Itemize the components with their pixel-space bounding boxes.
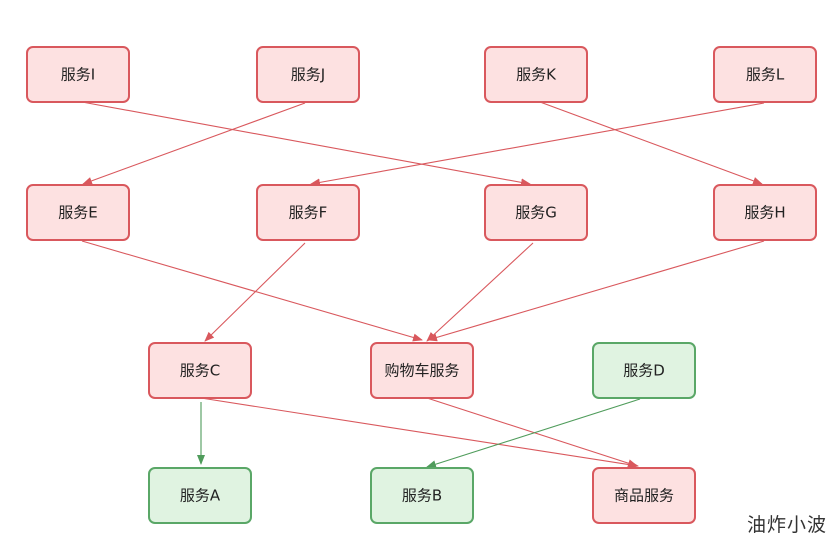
node-label-H: 服务H	[744, 204, 785, 222]
node-box-L	[713, 46, 817, 103]
node-label-E: 服务E	[58, 204, 97, 222]
node-H: 服务H	[713, 184, 817, 241]
node-label-K: 服务K	[516, 66, 557, 84]
node-label-F: 服务F	[289, 204, 328, 222]
node-D: 服务D	[592, 342, 696, 399]
node-L: 服务L	[713, 46, 817, 103]
edge-K-to-H	[539, 101, 763, 185]
node-label-L: 服务L	[746, 66, 785, 84]
node-cart: 购物车服务	[370, 342, 474, 399]
node-box-B	[370, 467, 474, 524]
node-label-goods: 商品服务	[614, 487, 674, 505]
node-box-G	[484, 184, 588, 241]
nodes-layer: 服务I 服务J 服务K 服务L 服务E 服务F 服务G 服务H 服务C 购物车服务 服务D 服务A 服务…	[26, 46, 817, 524]
node-label-D: 服务D	[623, 362, 665, 380]
watermark-text: 油炸小波	[746, 514, 827, 536]
node-label-B: 服务B	[402, 487, 442, 505]
node-box-H	[713, 184, 817, 241]
edge-F-to-C	[204, 242, 306, 342]
node-goods: 商品服务	[592, 467, 696, 524]
edge-I-to-G	[81, 101, 531, 187]
node-G: 服务G	[484, 184, 588, 241]
node-A: 服务A	[148, 467, 252, 524]
node-K: 服务K	[484, 46, 588, 103]
node-label-G: 服务G	[515, 204, 557, 222]
node-label-J: 服务J	[291, 66, 325, 84]
node-label-C: 服务C	[180, 362, 220, 380]
edge-C-to-goods	[200, 397, 639, 469]
edge-L-to-F	[310, 102, 765, 187]
edge-H-to-cart	[427, 240, 765, 342]
node-E: 服务E	[26, 184, 130, 241]
edge-D-to-B	[426, 398, 641, 469]
node-box-E	[26, 184, 130, 241]
node-I: 服务I	[26, 46, 130, 103]
node-box-C	[148, 342, 252, 399]
edge-G-to-cart	[426, 242, 534, 342]
node-B: 服务B	[370, 467, 474, 524]
node-box-cart	[370, 342, 474, 399]
node-box-D	[592, 342, 696, 399]
node-C: 服务C	[148, 342, 252, 399]
edge-E-to-cart	[81, 240, 423, 342]
node-box-goods	[592, 467, 696, 524]
node-label-cart: 购物车服务	[384, 362, 459, 380]
edge-cart-to-goods	[426, 397, 638, 468]
node-F: 服务F	[256, 184, 360, 241]
node-label-I: 服务I	[61, 66, 95, 84]
node-box-A	[148, 467, 252, 524]
node-J: 服务J	[256, 46, 360, 103]
edges-layer	[81, 101, 765, 469]
node-box-F	[256, 184, 360, 241]
node-box-K	[484, 46, 588, 103]
node-label-A: 服务A	[180, 487, 221, 505]
edge-J-to-E	[82, 102, 306, 185]
node-box-I	[26, 46, 130, 103]
node-box-J	[256, 46, 360, 103]
